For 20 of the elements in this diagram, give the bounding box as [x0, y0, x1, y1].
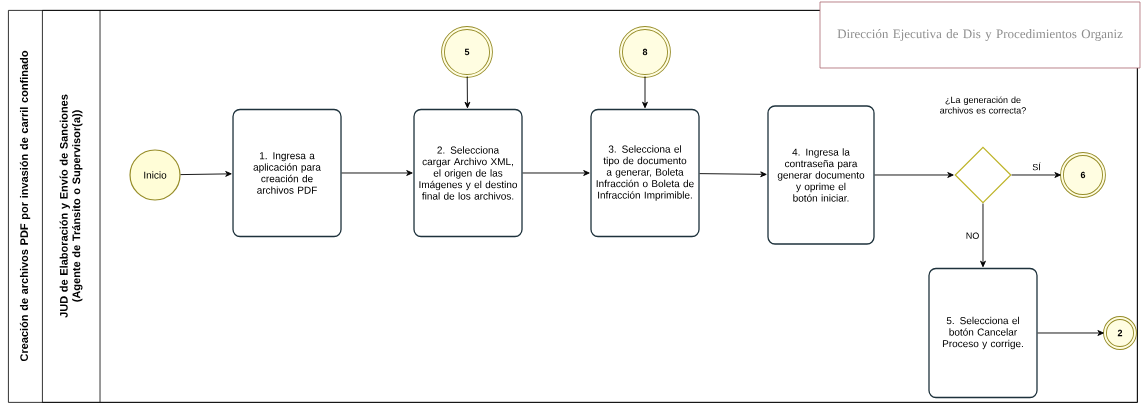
decision-diamond — [954, 146, 1012, 204]
arrow — [522, 170, 590, 176]
stamp-box: Dirección Ejecutiva de Dis y Procedimientos Organiz — [819, 1, 1141, 69]
question-text: ¿La generación de archivos es correcta? — [940, 96, 1026, 114]
process-box: 1. Ingresa a aplicación para creación de archivos PDF — [232, 108, 342, 238]
arrow — [874, 172, 954, 178]
process-box: 4. Ingresa la contraseña para generar documento y oprime el botón iniciar. — [767, 105, 875, 245]
arrow — [699, 171, 767, 178]
process-box: 5. Selecciona el botón Cancelar Proceso y corrige. — [928, 267, 1038, 399]
process-box: 2. Selecciona cargar Archivo XML, el origen de las Imágenes y el destino final de los archivos. — [413, 108, 523, 238]
arrow — [1037, 330, 1104, 336]
arrow — [341, 170, 413, 176]
edge-label: SÍ — [1030, 160, 1043, 172]
process-box: 3. Selecciona el tipo de documento a generar, Boleta Infracción o Boleta de Infracción Imprimible. — [590, 108, 700, 238]
arrow — [980, 203, 986, 268]
arrow — [642, 76, 648, 109]
arrow — [1011, 172, 1061, 178]
arrow — [180, 171, 232, 177]
edge-label: NO — [964, 231, 981, 241]
arrow — [464, 76, 471, 109]
